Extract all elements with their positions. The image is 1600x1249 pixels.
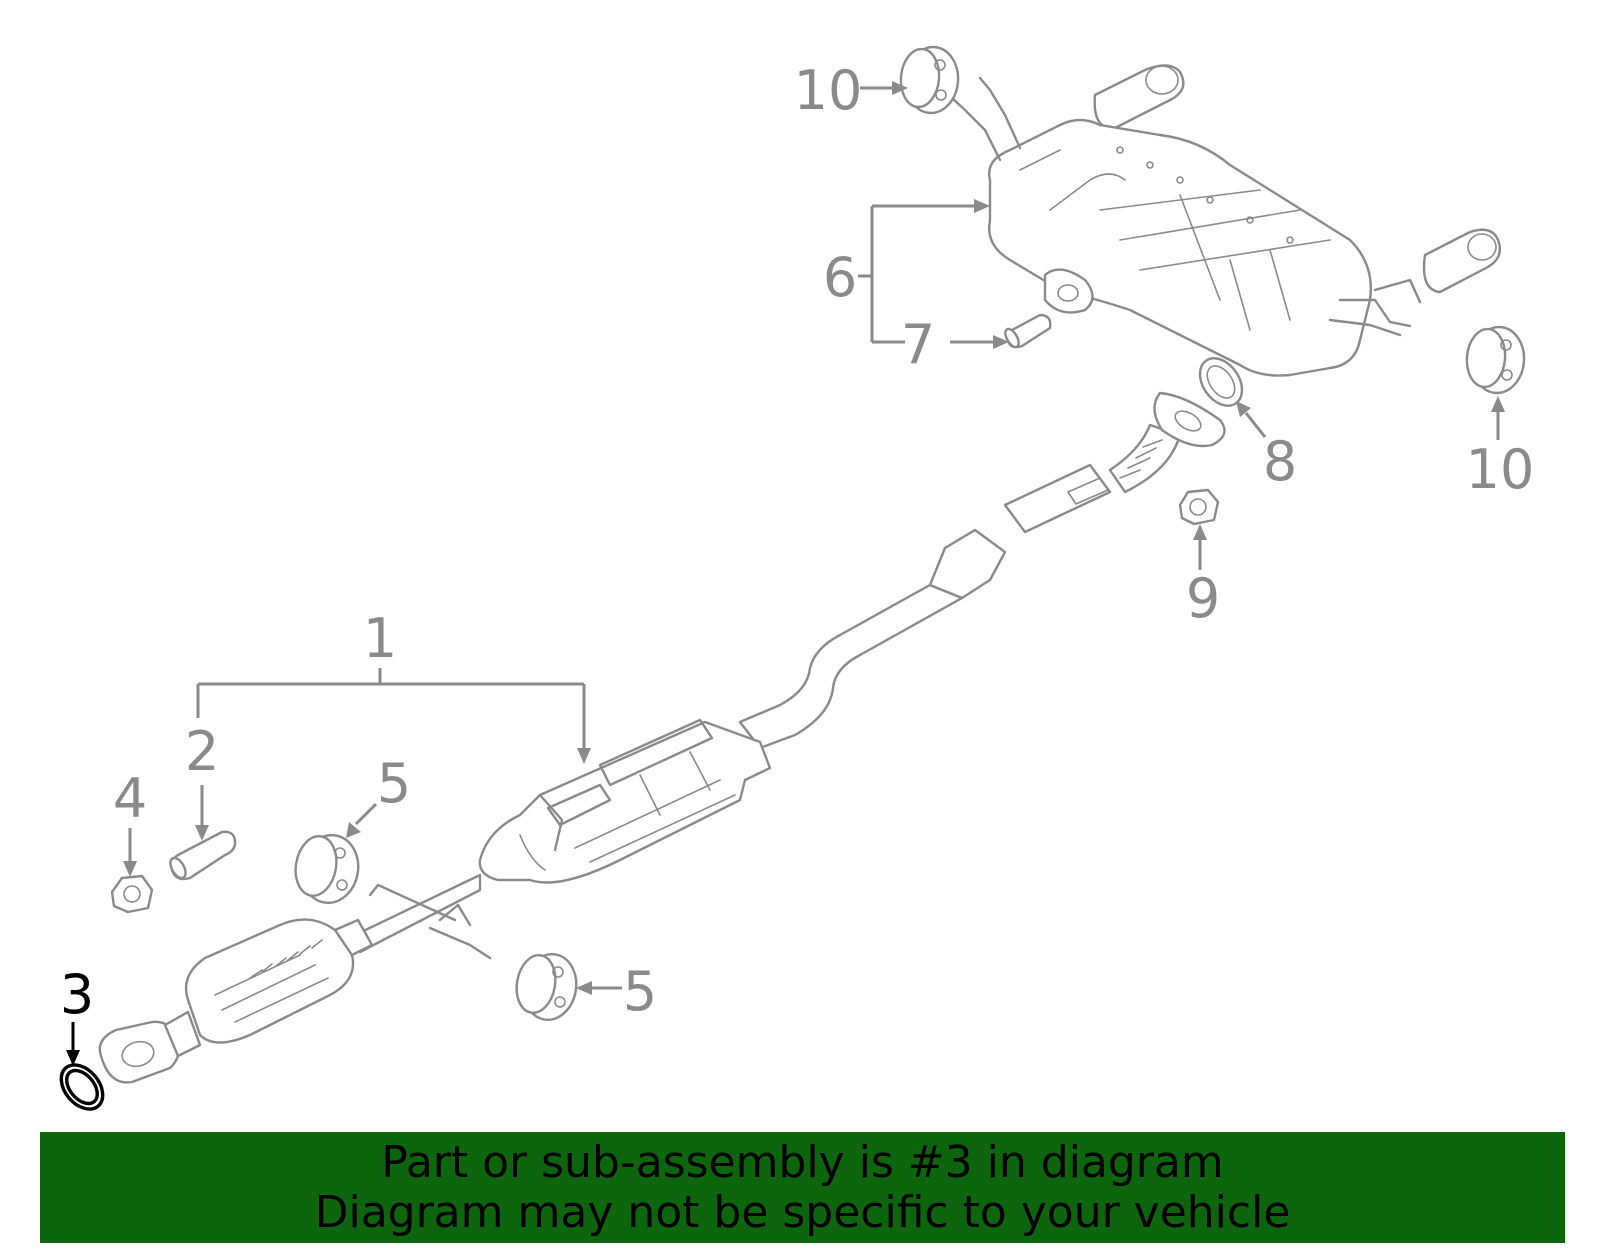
rubber-hanger-part-5b <box>515 952 578 1022</box>
stud-part-7 <box>1004 313 1052 349</box>
callout-8: 8 <box>1263 430 1297 493</box>
callout-5-lower: 5 <box>623 960 657 1023</box>
info-banner: Part or sub-assembly is #3 in diagram Di… <box>40 1132 1565 1243</box>
center-catalytic-converter <box>478 718 772 884</box>
callout-2: 2 <box>185 720 219 783</box>
front-pipe-catalytic-converter <box>98 918 374 1084</box>
callout-1: 1 <box>363 607 397 670</box>
callout-5-upper: 5 <box>377 752 411 815</box>
gasket-part-8 <box>1198 357 1244 407</box>
callout-10-upper: 10 <box>794 59 863 122</box>
rear-muffler-assembly <box>950 64 1502 377</box>
callout-6: 6 <box>823 246 857 309</box>
callout-10-lower: 10 <box>1466 438 1535 501</box>
gasket-part-3-highlighted <box>59 1063 105 1111</box>
banner-line-disclaimer: Diagram may not be specific to your vehi… <box>314 1186 1291 1238</box>
callout-7: 7 <box>901 313 935 376</box>
pipe-hanger-bracket <box>368 883 492 960</box>
rubber-hanger-part-10b <box>1465 325 1526 395</box>
callout-9: 9 <box>1186 567 1220 630</box>
flange-nut-part-9 <box>1178 488 1220 526</box>
callout-4: 4 <box>113 767 147 830</box>
callout-labels: 1 2 3 4 5 5 6 7 8 9 10 10 <box>60 59 1535 1026</box>
banner-line-part-number: Part or sub-assembly is #3 in diagram <box>381 1136 1224 1188</box>
rubber-hanger-part-5a <box>294 833 360 905</box>
intermediate-pipe <box>353 391 1226 954</box>
leader-lines <box>66 81 1505 1066</box>
rubber-hanger-part-10a <box>899 45 960 115</box>
callout-3: 3 <box>60 963 94 1026</box>
flange-nut-part-4 <box>110 874 154 914</box>
stud-part-2 <box>169 830 237 881</box>
